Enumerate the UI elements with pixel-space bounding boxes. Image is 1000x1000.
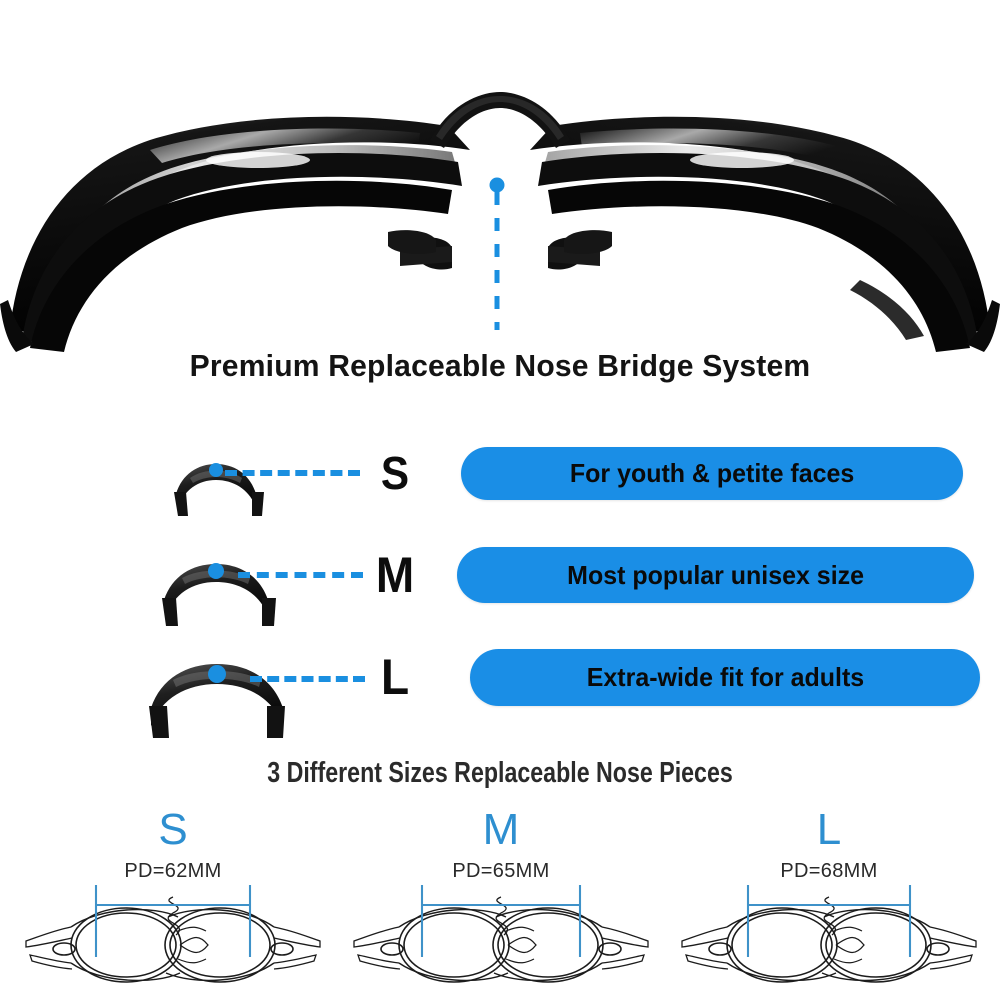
dashed-leader-line [250,676,365,688]
size-badge-l-label: Extra-wide fit for adults [586,662,864,692]
size-row-s: S For youth & petite faces [0,447,1000,550]
pd-column-s: S PD=62MM [8,805,338,1000]
nose-piece-small [160,450,300,550]
swim-goggles-photo [0,92,1000,352]
blue-dot-marker [208,563,224,579]
size-badge-m[interactable]: Most popular unisex size [457,547,974,603]
left-lens-assembly [0,116,470,352]
hero-product-section: Premium Replaceable Nose Bridge System [0,0,1000,400]
blue-dot-marker [208,665,226,683]
pd-letter-s: S [158,805,188,854]
pd-comparison-section: S PD=62MM [0,805,1000,1000]
size-letter-m: M [375,547,415,603]
size-badge-s-label: For youth & petite faces [569,458,855,488]
pd-letter-m: M [482,805,520,854]
pd-measurement-m: PD=65MM [452,860,550,882]
size-badge-m-label: Most popular unisex size [567,559,864,590]
size-badge-s[interactable]: For youth & petite faces [461,447,963,500]
size-row-m: M Most popular unisex size [0,547,1000,652]
pd-column-l: L PD=68MM [664,805,994,1000]
pd-column-m: M PD=65MM [336,805,666,1000]
pd-measurement-s: PD=62MM [124,860,222,882]
dashed-leader-line [238,572,363,584]
goggles-line-drawing [681,885,977,983]
goggles-line-drawing [353,885,649,983]
pd-letter-l: L [816,805,842,854]
nose-bridge-arc [430,92,570,148]
blue-dot-dashed-pointer [489,177,505,330]
size-letter-s: S [380,447,410,499]
blue-dot-marker [209,463,223,477]
size-letter-l: L [380,649,410,705]
pd-measurement-l: PD=68MM [780,860,878,882]
dashed-leader-line [225,470,360,482]
size-options-list: S For youth & petite faces [0,440,1000,750]
page-title: Premium Replaceable Nose Bridge System [189,348,811,383]
goggles-line-drawing [25,885,321,983]
size-row-l: L Extra-wide fit for adults [0,649,1000,754]
right-lens-assembly [530,116,1000,352]
nose-piece-large [133,654,328,754]
size-badge-l[interactable]: Extra-wide fit for adults [470,649,980,706]
section-subtitle: 3 Different Sizes Replaceable Nose Piece… [267,757,733,789]
nose-piece-medium [148,552,313,652]
